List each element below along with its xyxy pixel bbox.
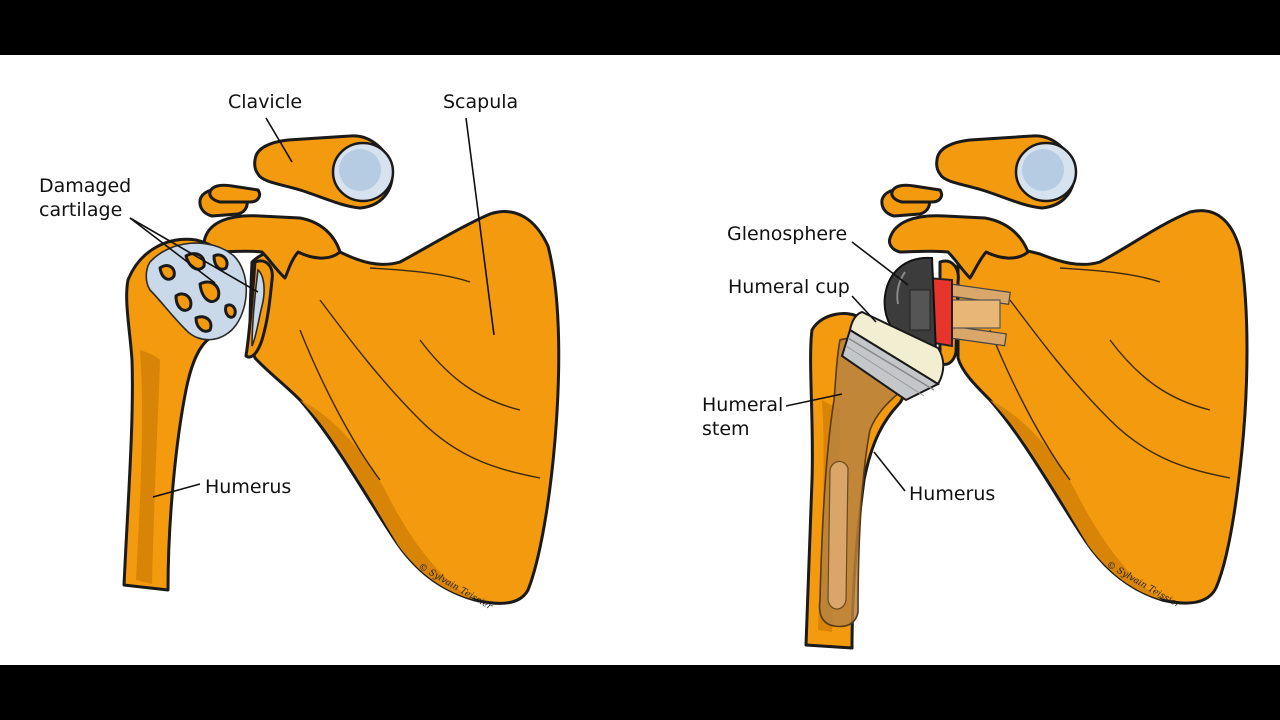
- label-damaged-cartilage-1: Damaged: [39, 175, 131, 197]
- bottom-letterbox: [0, 665, 1280, 720]
- label-humerus-right: Humerus: [909, 483, 995, 505]
- label-glenosphere: Glenosphere: [727, 223, 847, 245]
- label-humeral-stem-1: Humeral: [702, 394, 783, 416]
- label-humeral-stem-2: stem: [702, 418, 750, 440]
- label-humeral-cup: Humeral cup: [728, 276, 850, 298]
- label-clavicle: Clavicle: [228, 91, 302, 113]
- right-acromion: [888, 214, 1030, 280]
- label-damaged-cartilage-2: cartilage: [39, 199, 122, 221]
- label-scapula: Scapula: [443, 91, 518, 113]
- glenoid-screws: [948, 283, 1011, 347]
- right-shoulder-figure: © Sylvain Teissier Glenosphere Humeral c…: [702, 134, 1249, 650]
- left-shoulder-figure: © Sylvain Teissier Clavicle Scapula Dama…: [39, 91, 561, 613]
- humeral-cup: [840, 310, 945, 402]
- top-letterbox: [0, 0, 1280, 55]
- label-humerus-left: Humerus: [205, 476, 291, 498]
- right-scapula: [956, 209, 1249, 605]
